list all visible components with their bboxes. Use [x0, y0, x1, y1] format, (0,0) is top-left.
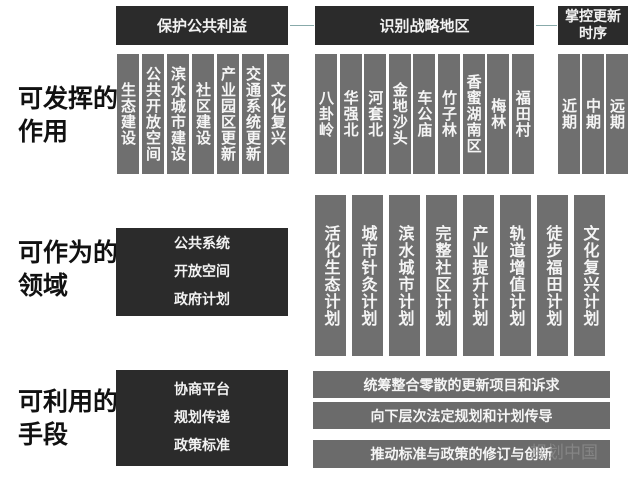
column-item: 完整社区计划	[426, 195, 457, 356]
column-item: 河套北	[364, 54, 387, 174]
column-item: 生态建设	[117, 54, 139, 174]
means-item: 规划传递	[174, 410, 230, 426]
column-item: 华强北	[339, 54, 362, 174]
header-timing: 掌控更新时序	[558, 6, 628, 45]
column-item: 城市针灸计划	[352, 195, 383, 356]
domain-item: 公共系统	[174, 236, 230, 252]
domain-item: 开放空间	[174, 264, 230, 280]
column-item: 活化生态计划	[315, 195, 346, 356]
domain-item: 政府计划	[174, 292, 230, 308]
column-item: 产业园区更新	[217, 54, 239, 174]
means-bar: 推动标准与政策的修订与创新	[313, 440, 610, 468]
row-label-domain: 可作为的领域	[18, 238, 119, 300]
column-item: 车公庙	[413, 54, 436, 174]
arrow-connector	[536, 25, 557, 26]
domain-box: 公共系统 开放空间 政府计划	[116, 228, 288, 316]
means-item: 政策标准	[174, 438, 230, 454]
header-public-interest: 保护公共利益	[116, 6, 288, 45]
column-item: 徒步福田计划	[537, 195, 568, 356]
column-item: 公共开放空间	[142, 54, 164, 174]
column-item: 中期	[582, 54, 604, 174]
means-bar: 向下层次法定规划和计划传导	[313, 402, 610, 429]
column-item: 近期	[558, 54, 580, 174]
row-label-means: 可利用的手段	[18, 387, 119, 449]
column-item: 产业提升计划	[463, 195, 494, 356]
means-box: 协商平台 规划传递 政策标准	[116, 370, 288, 466]
column-item: 滨水城市计划	[389, 195, 420, 356]
column-item: 香蜜湖南区	[462, 54, 485, 174]
column-item: 文化复兴	[267, 54, 289, 174]
column-item: 滨水城市建设	[167, 54, 189, 174]
row-label-role: 可发挥的作用	[18, 84, 119, 146]
means-item: 协商平台	[174, 382, 230, 398]
column-item: 远期	[606, 54, 628, 174]
column-item: 文化复兴计划	[574, 195, 605, 356]
arrow-connector	[290, 25, 314, 26]
column-item: 社区建设	[192, 54, 214, 174]
column-item: 福田村	[511, 54, 534, 174]
column-item: 八卦岭	[315, 54, 337, 174]
column-item: 梅林	[487, 54, 510, 174]
column-item: 交通系统更新	[242, 54, 264, 174]
column-item: 金地沙头	[388, 54, 411, 174]
watermark: 规划中国	[530, 443, 598, 463]
column-item: 竹子林	[438, 54, 460, 174]
means-bar: 统筹整合零散的更新项目和诉求	[313, 371, 610, 398]
header-strategic-areas: 识别战略地区	[315, 6, 534, 45]
column-item: 轨道增值计划	[500, 195, 531, 356]
